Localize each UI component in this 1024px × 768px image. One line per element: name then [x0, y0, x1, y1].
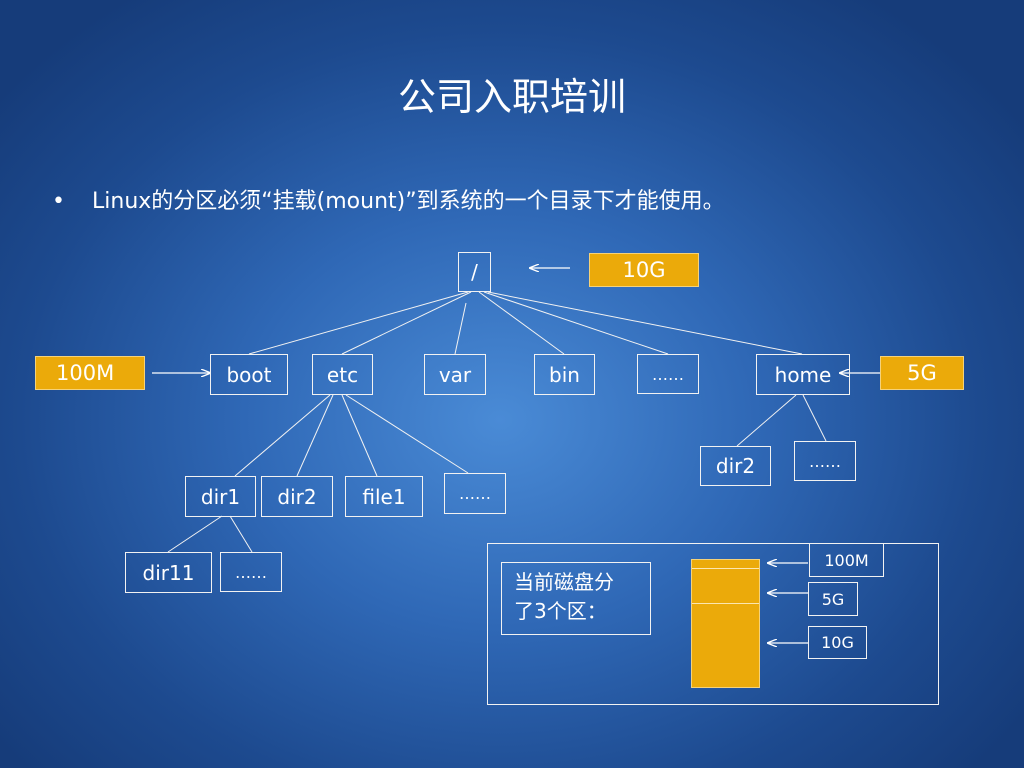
- disk-note-line-1: 当前磁盘分: [514, 570, 614, 594]
- node-root: /: [458, 252, 491, 292]
- bullet-item: • Linux的分区必须“挂载(mount)”到系统的一个目录下才能使用。: [52, 186, 725, 218]
- node-dir1-more: ……: [220, 552, 282, 592]
- edge-dir1-dir11: [167, 515, 223, 553]
- partition-label-5g: 5G: [808, 582, 858, 616]
- edge-root-home: [487, 291, 803, 355]
- edge-home-dir2: [736, 394, 797, 447]
- disk-panel: [487, 543, 939, 705]
- disk-note: 当前磁盘分 了3个区：: [501, 562, 651, 635]
- node-dir11: dir11: [125, 552, 212, 593]
- node-home-dir2: dir2: [700, 446, 771, 486]
- edge-root-etc: [341, 291, 472, 355]
- node-home: home: [756, 354, 850, 395]
- edge-root-bin: [478, 291, 565, 355]
- edge-etc-more: [345, 394, 469, 474]
- node-bin: bin: [534, 354, 595, 395]
- edge-dir1-more: [229, 515, 253, 553]
- size-tag-home: 5G: [880, 356, 964, 390]
- node-more: ……: [637, 354, 699, 394]
- edge-home-more: [802, 394, 827, 442]
- edge-root-var: [454, 302, 467, 355]
- edge-etc-file1: [341, 394, 378, 477]
- node-boot: boot: [210, 354, 288, 395]
- disk-divider-2: [692, 603, 759, 604]
- partition-label-10g: 10G: [808, 626, 867, 659]
- disk-note-line-2: 了3个区：: [514, 599, 607, 623]
- node-etc-more: ……: [444, 473, 506, 514]
- size-tag-boot: 100M: [35, 356, 145, 390]
- edge-root-more: [483, 291, 669, 355]
- edge-root-boot: [248, 291, 469, 355]
- bullet-text: Linux的分区必须“挂载(mount)”到系统的一个目录下才能使用。: [92, 189, 725, 214]
- page-title: 公司入职培训: [397, 75, 626, 119]
- node-var: var: [424, 354, 486, 395]
- node-etc: etc: [312, 354, 373, 395]
- node-home-more: ……: [794, 441, 856, 481]
- disk-bar: [691, 559, 760, 688]
- node-dir1: dir1: [185, 476, 256, 517]
- node-dir2: dir2: [261, 476, 333, 517]
- edge-etc-dir2: [296, 394, 334, 477]
- edge-etc-dir1: [234, 394, 331, 477]
- partition-label-100m: 100M: [809, 543, 884, 577]
- node-file1: file1: [345, 476, 423, 517]
- size-tag-root: 10G: [589, 253, 699, 287]
- disk-divider-1: [692, 568, 759, 569]
- bullet-marker: •: [52, 189, 65, 214]
